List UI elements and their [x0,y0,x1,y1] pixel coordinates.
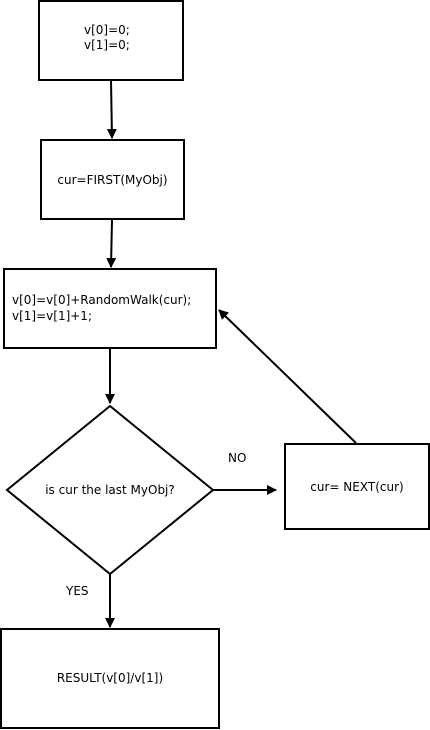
edge-next-to-update [218,309,357,444]
init-box: v[0]=0; v[1]=0; [38,0,184,81]
next-box: cur= NEXT(cur) [284,443,430,530]
update-line-2: v[1]=v[1]+1; [12,309,92,323]
edge-label-yes: YES [65,584,89,598]
init-line-2: v[1]=0; [84,38,130,52]
decision-diamond: is cur the last MyObj? [5,404,215,576]
update-box: v[0]=v[0]+RandomWalk(cur); v[1]=v[1]+1; [3,268,217,349]
update-line-1: v[0]=v[0]+RandomWalk(cur); [12,293,191,307]
result-box: RESULT(v[0]/v[1]) [0,628,220,729]
first-box: cur=FIRST(MyObj) [40,139,185,220]
next-label: cur= NEXT(cur) [310,480,403,494]
decision-label: is cur the last MyObj? [45,483,175,497]
init-line-1: v[0]=0; [84,23,130,37]
edge-init-to-first [106,80,117,139]
result-label: RESULT(v[0]/v[1]) [57,671,163,685]
first-label: cur=FIRST(MyObj) [57,173,167,187]
edge-label-no: NO [228,451,246,465]
edge-first-to-update [106,219,117,268]
